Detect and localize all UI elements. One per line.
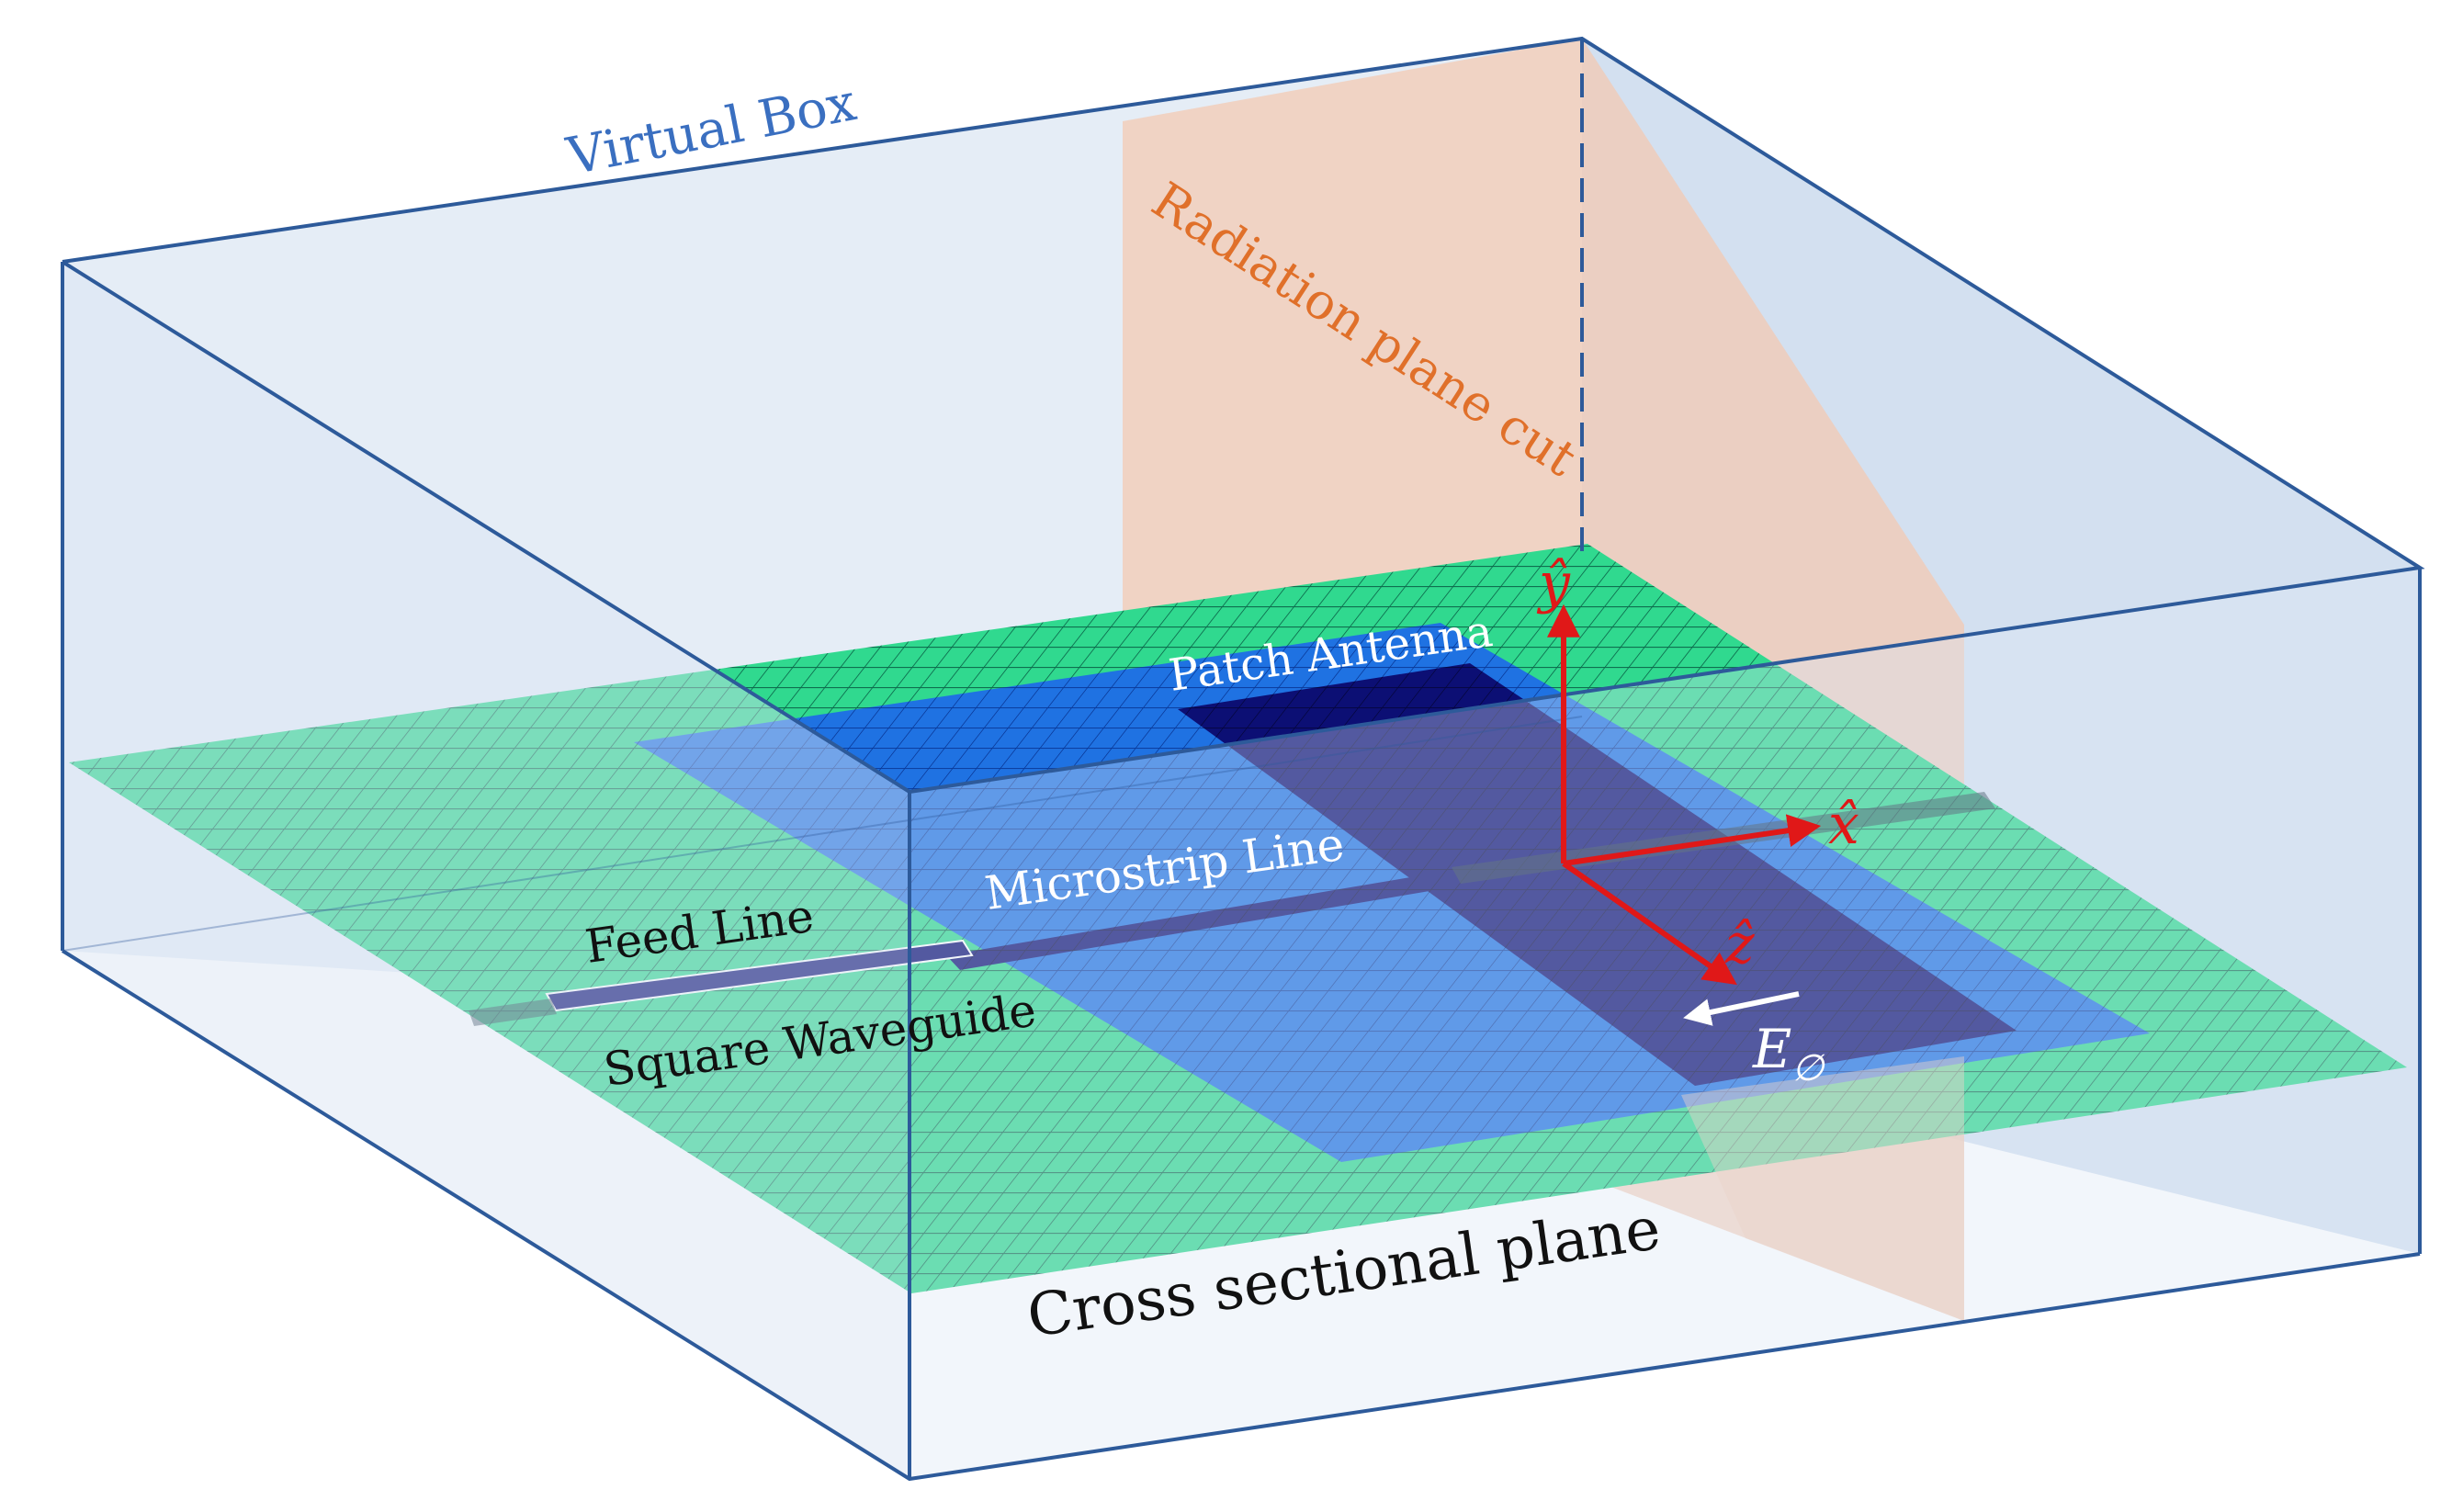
patch-antenna	[1178, 663, 2017, 1086]
box-bottom-front-face	[910, 568, 2420, 1479]
radiation-plane-front	[1681, 1056, 1964, 1321]
e-field-sub: ∅	[1791, 1047, 1825, 1089]
e-field-label: E∅	[1752, 1018, 1825, 1089]
axis-z-label: ẑ	[1724, 912, 1755, 976]
waveguide-stub	[469, 999, 557, 1026]
e-field-arrow	[1683, 991, 1800, 1026]
virtual-box-front	[62, 262, 2420, 1479]
coordinate-axes	[1547, 604, 1822, 1026]
axis-x-arrow	[1563, 814, 1822, 866]
box-edge-bottom	[61, 949, 2421, 1482]
box-front-face	[62, 262, 910, 1479]
box-edge-hidden-bottom	[62, 716, 1583, 952]
e-field-main: E	[1752, 1018, 1791, 1080]
microstrip-line	[946, 873, 1452, 970]
axis-y-label: ŷ	[1536, 551, 1571, 615]
axis-z-arrow	[1562, 861, 1737, 986]
axis-x-label: x̂	[1828, 793, 1859, 857]
virtual-box-edges	[61, 36, 2425, 1482]
